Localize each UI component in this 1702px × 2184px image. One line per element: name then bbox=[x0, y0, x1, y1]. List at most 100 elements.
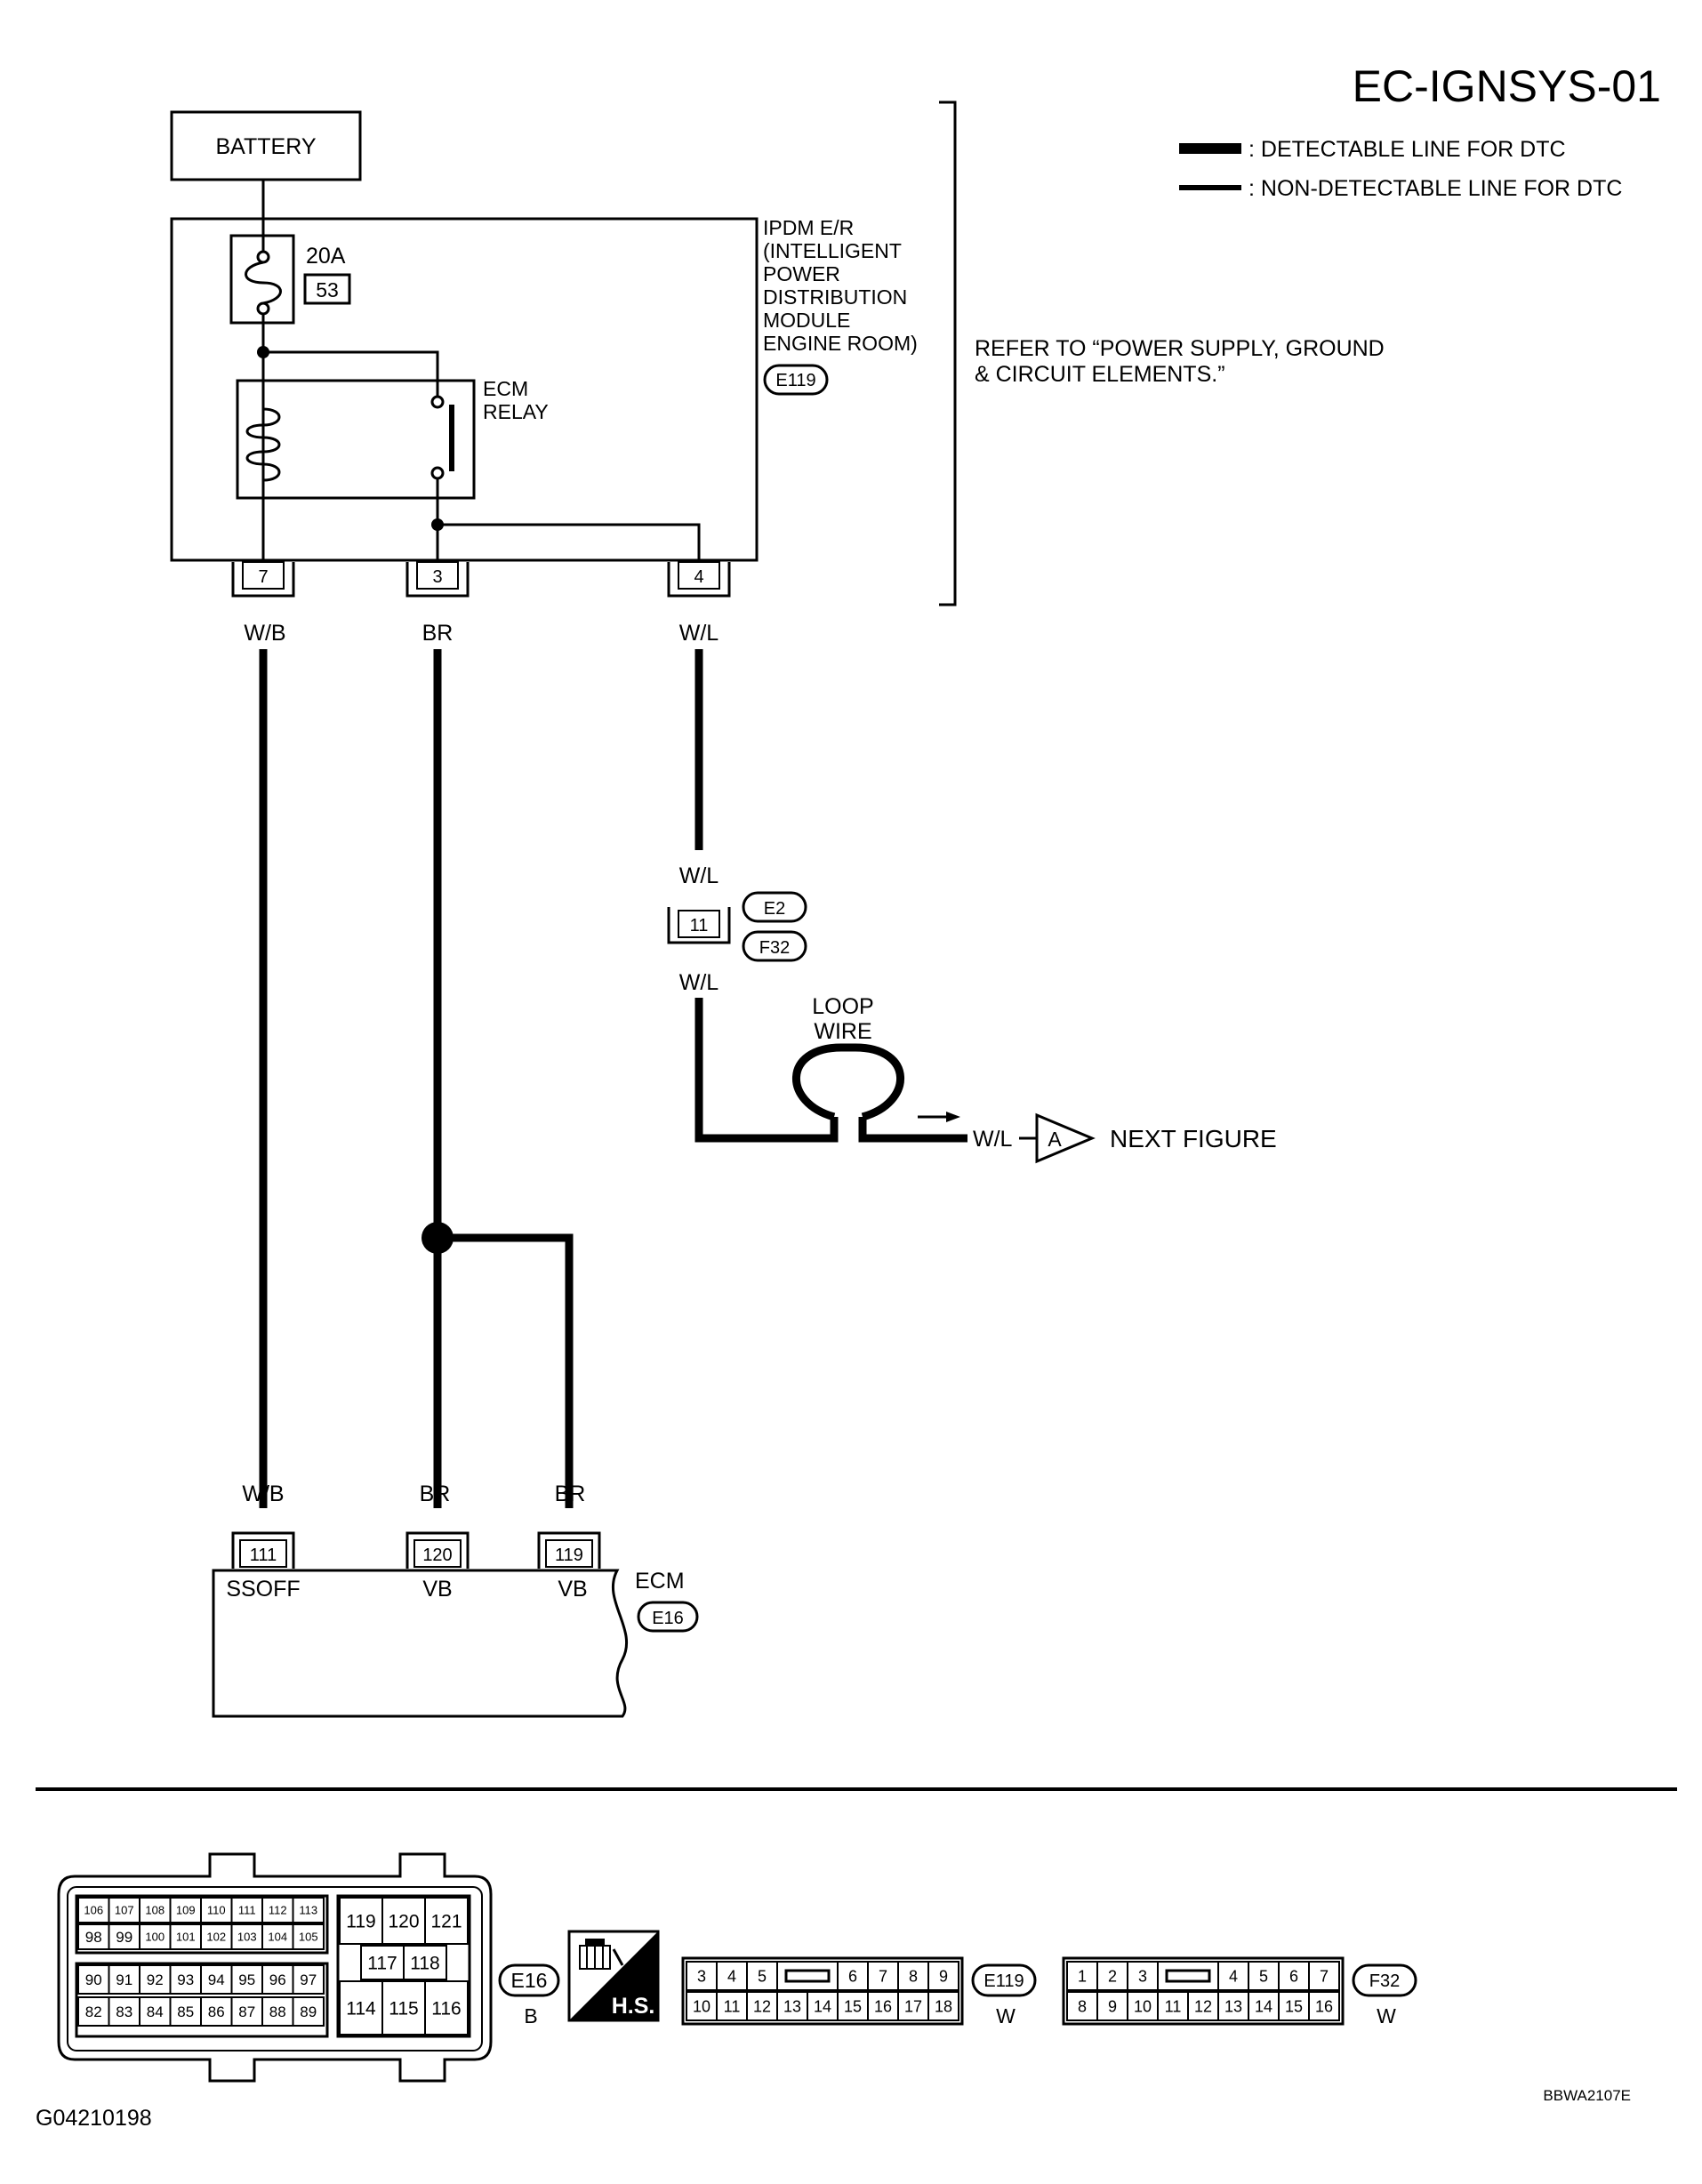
connector-id: E16 bbox=[511, 1969, 548, 1992]
pin-cell: 13 bbox=[776, 1991, 808, 2021]
ipdm-label-line: ENGINE ROOM) bbox=[763, 332, 918, 355]
ipdm-connector-id: E119 bbox=[775, 371, 815, 390]
pin-number: 11 bbox=[724, 1997, 741, 2015]
terminal-number: 111 bbox=[250, 1546, 277, 1565]
pin-cell: 87 bbox=[230, 1996, 263, 2027]
pin-number: 110 bbox=[207, 1904, 226, 1917]
pin-cell: 16 bbox=[1308, 1991, 1340, 2021]
pin-number: 5 bbox=[758, 1967, 767, 1985]
pin-number: 6 bbox=[1289, 1967, 1298, 1985]
hs-diagonal-fill bbox=[569, 1931, 658, 2020]
fuse-element bbox=[245, 261, 282, 305]
pin-cell: 4 bbox=[716, 1961, 748, 1991]
pin-number: 84 bbox=[147, 2003, 164, 2020]
pin-number: 96 bbox=[269, 1971, 286, 1988]
pin-cell: 12 bbox=[1187, 1991, 1219, 2021]
pin-number: 18 bbox=[935, 1997, 952, 2015]
pin-number: 87 bbox=[238, 2003, 255, 2020]
pin-cell: 84 bbox=[139, 1996, 172, 2027]
connector-color: W bbox=[1377, 2004, 1396, 2027]
pin-cell: 114 bbox=[339, 1980, 383, 2035]
pin-cell: 16 bbox=[867, 1991, 899, 2021]
wire-color-label: W/L bbox=[679, 863, 719, 888]
ecm-relay-box bbox=[236, 379, 476, 500]
pin-cell: 101 bbox=[169, 1923, 202, 1950]
pin-cell: 9 bbox=[927, 1961, 959, 1991]
pin-cell: 115 bbox=[381, 1980, 426, 2035]
pin-cell: 100 bbox=[139, 1923, 172, 1950]
pin-number: 12 bbox=[753, 1997, 771, 2015]
ipdm-terminal-7: 7 bbox=[231, 561, 295, 598]
pin-cell: 99 bbox=[108, 1923, 140, 1950]
terminal-bracket bbox=[405, 1531, 470, 1569]
connector-badge-e16 bbox=[498, 1963, 560, 1997]
connector-housing-inner bbox=[67, 1886, 483, 2052]
pin-cell: 82 bbox=[77, 1996, 110, 2027]
pin-number: 10 bbox=[693, 1997, 711, 2015]
ipdm-terminal-3: 3 bbox=[405, 561, 470, 598]
pin-cell: 91 bbox=[108, 1964, 140, 1995]
wire-color-label: BR bbox=[420, 1481, 451, 1506]
pin-cell: 15 bbox=[837, 1991, 869, 2021]
pin-cell: 120 bbox=[381, 1897, 426, 1945]
pin-cell: 104 bbox=[261, 1923, 294, 1950]
ecm-box bbox=[212, 1569, 629, 1718]
fuse-rating: 20A bbox=[306, 244, 346, 269]
ecm-pin-label: VB bbox=[558, 1577, 587, 1602]
wire-w-l-lower bbox=[694, 998, 839, 1143]
pin-cell: 92 bbox=[139, 1964, 172, 1995]
pin-number: 93 bbox=[177, 1971, 194, 1988]
fuse-number: 53 bbox=[316, 278, 339, 301]
pin-cell: 5 bbox=[746, 1961, 778, 1991]
battery-box bbox=[170, 110, 362, 181]
pin-cell: 18 bbox=[927, 1991, 959, 2021]
legend: : DETECTABLE LINE FOR DTC : NON-DETECTAB… bbox=[1179, 137, 1622, 201]
pin-cell: 14 bbox=[807, 1991, 839, 2021]
arrow-head-icon bbox=[946, 1112, 960, 1122]
pin-number: 90 bbox=[85, 1971, 102, 1988]
ipdm-terminal-4: 4 bbox=[667, 561, 731, 598]
pin-number: 85 bbox=[177, 2003, 194, 2020]
refer-text-line2: & CIRCUIT ELEMENTS.” bbox=[975, 362, 1225, 387]
terminal-bracket bbox=[405, 562, 470, 598]
pin-number: 8 bbox=[1078, 1997, 1087, 2015]
pin-number: 106 bbox=[84, 1904, 103, 1917]
pin-cell: 106 bbox=[77, 1897, 110, 1923]
pin-number: 95 bbox=[238, 1971, 255, 1988]
pin-cell: 88 bbox=[261, 1996, 294, 2027]
pin-number: 116 bbox=[431, 1999, 461, 2019]
ecm-pin-label: SSOFF bbox=[226, 1577, 300, 1602]
pin-number: 118 bbox=[410, 1954, 439, 1974]
pin-number: 17 bbox=[904, 1997, 922, 2015]
wire-br-branch bbox=[438, 1233, 574, 1508]
pin-number: 104 bbox=[268, 1931, 287, 1944]
ipdm-label-line: POWER bbox=[763, 262, 840, 285]
ecm-pin-label: VB bbox=[422, 1577, 452, 1602]
ipdm-bracket bbox=[939, 100, 957, 606]
pin-number: 16 bbox=[874, 1997, 892, 2015]
pin-cell: 90 bbox=[77, 1964, 110, 1995]
figure-code-right: BBWA2107E bbox=[1543, 2087, 1631, 2104]
wire-w-l-out bbox=[858, 1117, 967, 1143]
terminal-box bbox=[242, 561, 285, 590]
pin-cell: 14 bbox=[1248, 1991, 1280, 2021]
pin-number: 111 bbox=[238, 1904, 256, 1917]
pin-cell: 6 bbox=[837, 1961, 869, 1991]
wire-color-label: W/B bbox=[242, 1481, 284, 1506]
pin-cell: 108 bbox=[139, 1897, 172, 1923]
pin-number: 117 bbox=[367, 1954, 397, 1974]
connector-housing bbox=[57, 1852, 493, 2083]
pin-number: 107 bbox=[115, 1904, 134, 1917]
pin-number: 101 bbox=[176, 1931, 196, 1944]
terminal-number: 11 bbox=[690, 916, 709, 935]
pin-number: 8 bbox=[909, 1967, 918, 1985]
pin-cell: 116 bbox=[424, 1980, 469, 2035]
terminal-number: 7 bbox=[258, 567, 268, 587]
terminal-bracket bbox=[231, 562, 295, 598]
pin-number: 108 bbox=[145, 1904, 165, 1917]
connector-hand-icon bbox=[579, 1939, 624, 1970]
pin-cell: 118 bbox=[403, 1945, 447, 1980]
pin-number: 15 bbox=[844, 1997, 862, 2015]
pin-number: 115 bbox=[389, 1999, 418, 2019]
